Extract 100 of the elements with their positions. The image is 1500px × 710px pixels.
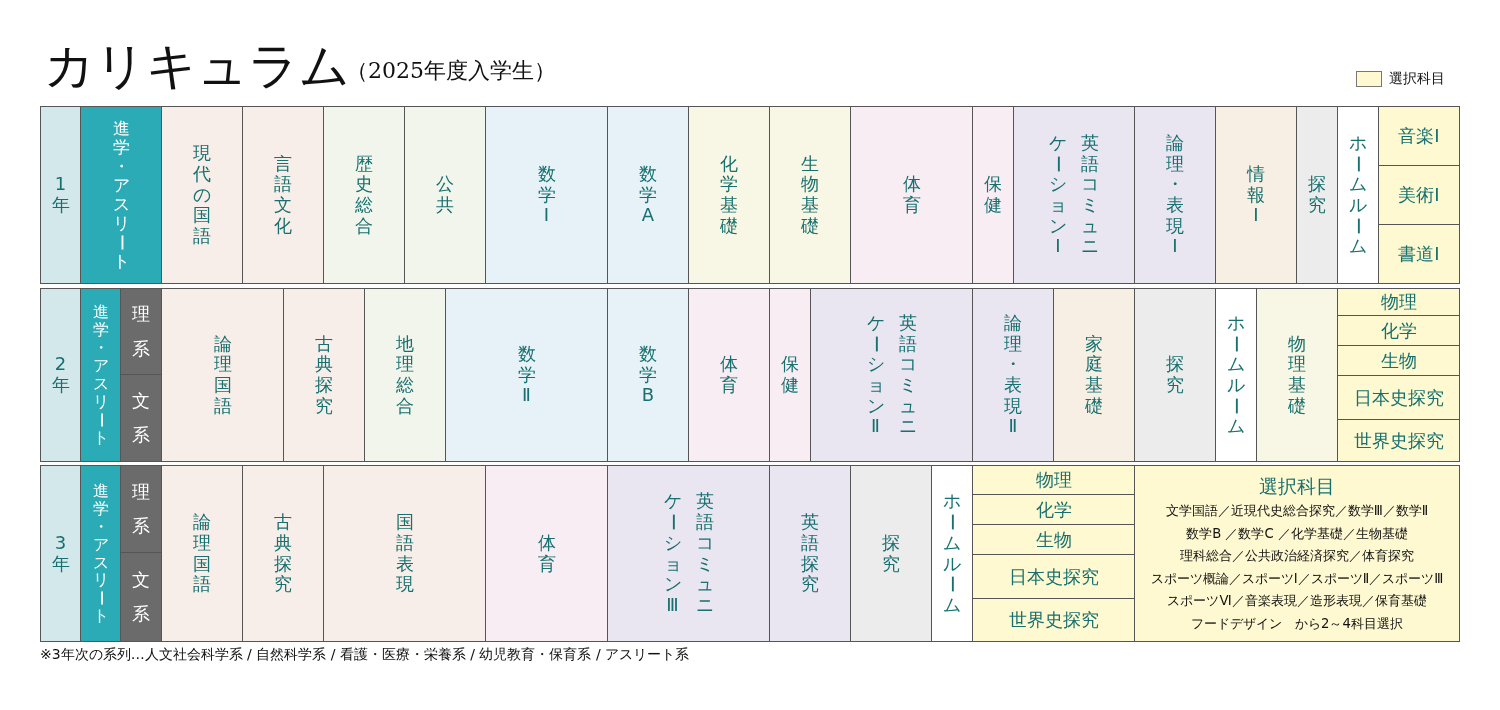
course-name: 進学・アスリート (92, 481, 109, 626)
elective-list: 文学国語／近現代史総合探究／数学Ⅲ／数学Ⅱ数学B ／数学C ／化学基礎／生物基礎理科総合／公共政治経済探究／体育探究スポーツ概論／スポーツⅠ／スポーツⅡ／スポーツⅢスポーツⅥ／音楽表現／造形表現／保育基礎フードデザイン から2～4科目選択 (1150, 500, 1444, 635)
subject-cell (688, 106, 770, 284)
subject-cell (283, 288, 365, 462)
subject-cell (161, 106, 243, 284)
subject-name: 保健 (781, 354, 799, 396)
subject-name: 生物基礎 (801, 153, 819, 237)
subject-name: 論理国語 (193, 512, 211, 595)
subject-cell (323, 106, 405, 284)
subject-cell (1013, 106, 1135, 284)
course-name: 進学・アスリート (112, 118, 130, 272)
elective-cell (972, 494, 1135, 525)
subject-cell (931, 465, 973, 642)
subject-cell (850, 106, 973, 284)
subject-name: 生物 (1380, 348, 1417, 373)
subject-cell (1337, 106, 1379, 284)
subject-cell (1134, 288, 1216, 462)
subject-name: 書道Ⅰ (1398, 242, 1440, 266)
subject-cell (485, 106, 608, 284)
subject-cell (161, 465, 243, 642)
subject-name: 公共 (436, 174, 454, 216)
subject-name: ホームルーム (1227, 312, 1245, 438)
year-cell (40, 288, 81, 462)
subject-name: 英語コミュニ (1081, 132, 1099, 258)
legend-label: 選択科目 (1389, 70, 1445, 88)
subject-cell (972, 288, 1054, 462)
elective-list-panel (1134, 465, 1460, 642)
subject-cell (323, 465, 486, 642)
subject-name: 化学 (1035, 497, 1072, 522)
elective-cell (1378, 106, 1460, 166)
elective-cell (1337, 315, 1460, 346)
subject-name: ケーションⅠ (1049, 132, 1067, 258)
subject-cell (769, 106, 851, 284)
course-cell (80, 106, 162, 284)
subject-cell (1134, 106, 1216, 284)
elective-cell (1337, 345, 1460, 376)
subject-name: 国語表現 (395, 512, 414, 595)
year-cell (40, 465, 81, 642)
elective-cell (972, 598, 1135, 642)
subject-cell (1215, 288, 1257, 462)
subject-name: 言語文化 (274, 153, 292, 237)
subject-cell (769, 465, 851, 642)
subject-name: 歴史総合 (355, 153, 373, 237)
subject-name: 生物 (1035, 527, 1072, 552)
subject-name: 物理 (1380, 290, 1417, 314)
subject-name: 体育 (902, 174, 921, 216)
course-name: 進学・アスリート (92, 303, 109, 447)
subject-cell (364, 288, 446, 462)
elective-cell (1378, 165, 1460, 225)
subject-cell (769, 288, 811, 462)
elective-cell (1378, 224, 1460, 284)
track-name: 理系 (132, 479, 150, 538)
subject-name: 美術Ⅰ (1398, 183, 1440, 207)
elective-cell (1337, 375, 1460, 420)
subject-name: 保健 (984, 174, 1002, 216)
subject-name: 数学Ⅱ (517, 343, 536, 407)
subject-cell (1053, 288, 1135, 462)
subject-cell (1296, 106, 1338, 284)
subject-cell (607, 465, 770, 642)
subject-cell (1256, 288, 1338, 462)
subject-name: 地理総合 (396, 333, 414, 417)
elective-cell (972, 524, 1135, 555)
subject-cell (810, 288, 973, 462)
subject-cell (242, 465, 324, 642)
track-name: 文系 (132, 567, 150, 626)
subject-name: 英語探究 (801, 512, 819, 595)
subject-name: ケーションⅡ (866, 312, 885, 438)
subject-name: 数学A (639, 163, 657, 227)
subject-name: ホームルーム (943, 491, 961, 616)
subject-name: 世界史探究 (1008, 608, 1099, 632)
subject-cell (485, 465, 608, 642)
subject-cell (404, 106, 486, 284)
subject-name: 化学基礎 (720, 153, 738, 237)
subject-name: 音楽Ⅰ (1398, 124, 1440, 148)
subject-name: 探究 (1308, 174, 1326, 216)
subject-cell (972, 106, 1014, 284)
year-label: 1年 (51, 174, 70, 216)
subject-name: 論理・表現Ⅰ (1166, 132, 1184, 258)
subject-name: ケーションⅢ (663, 491, 682, 616)
elective-cell (972, 554, 1135, 599)
subject-name: 世界史探究 (1353, 428, 1444, 453)
subject-name: 物理基礎 (1288, 333, 1306, 417)
subject-cell (850, 465, 932, 642)
subject-name: 体育 (537, 532, 556, 575)
subject-name: 論理国語 (213, 333, 232, 417)
subject-name: 日本史探究 (1353, 385, 1444, 410)
subject-cell (1215, 106, 1297, 284)
year-label: 3年 (51, 532, 70, 575)
subject-cell (445, 288, 608, 462)
track-name: 文系 (132, 388, 150, 447)
subject-name: 数学Ⅰ (537, 163, 556, 227)
subject-cell (242, 106, 324, 284)
subject-name: 現代の国語 (193, 143, 211, 247)
course-cell (80, 465, 121, 642)
year-cell (40, 106, 81, 284)
subject-name: 論理・表現Ⅱ (1004, 312, 1022, 438)
elective-cell (972, 465, 1135, 495)
course-cell (80, 288, 121, 462)
elective-cell (1337, 419, 1460, 462)
subject-name: 家庭基礎 (1085, 333, 1103, 417)
